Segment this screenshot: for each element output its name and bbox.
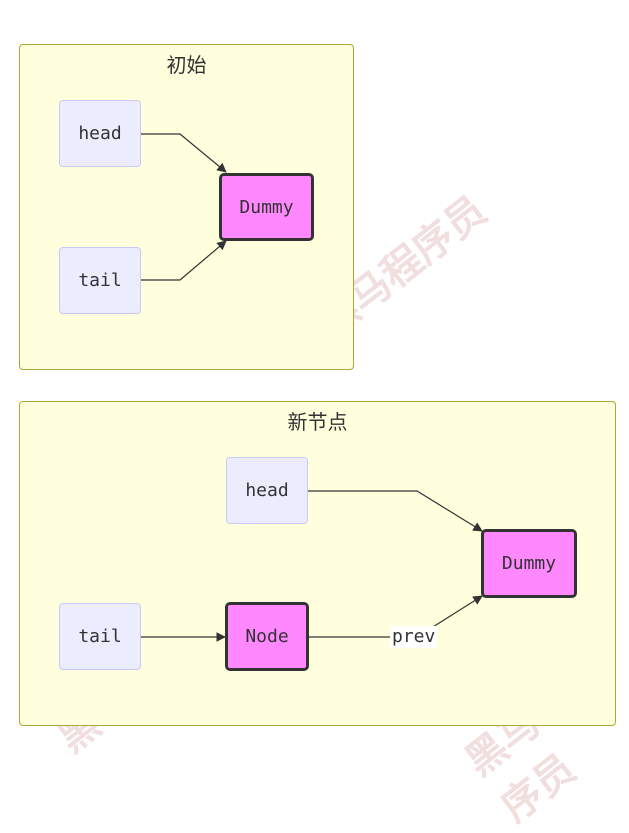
- node-dummy: Dummy: [219, 173, 314, 241]
- cluster-initial-title: 初始: [166, 53, 207, 77]
- node-tail: tail: [59, 247, 141, 314]
- node-tail-2: tail: [59, 603, 141, 670]
- edge-label-prev: prev: [390, 626, 438, 648]
- node-dummy-2: Dummy: [481, 529, 577, 598]
- edge-head-to-dummy: [141, 133, 227, 173]
- node-new: Node: [225, 602, 309, 671]
- edges: [141, 133, 483, 642]
- edge-tail-to-dummy: [141, 240, 227, 281]
- cluster-new-node-title: 新节点: [287, 410, 348, 434]
- node-head: head: [59, 100, 141, 167]
- node-head-2: head: [226, 457, 308, 524]
- edge-head-to-dummy-2: [307, 490, 483, 532]
